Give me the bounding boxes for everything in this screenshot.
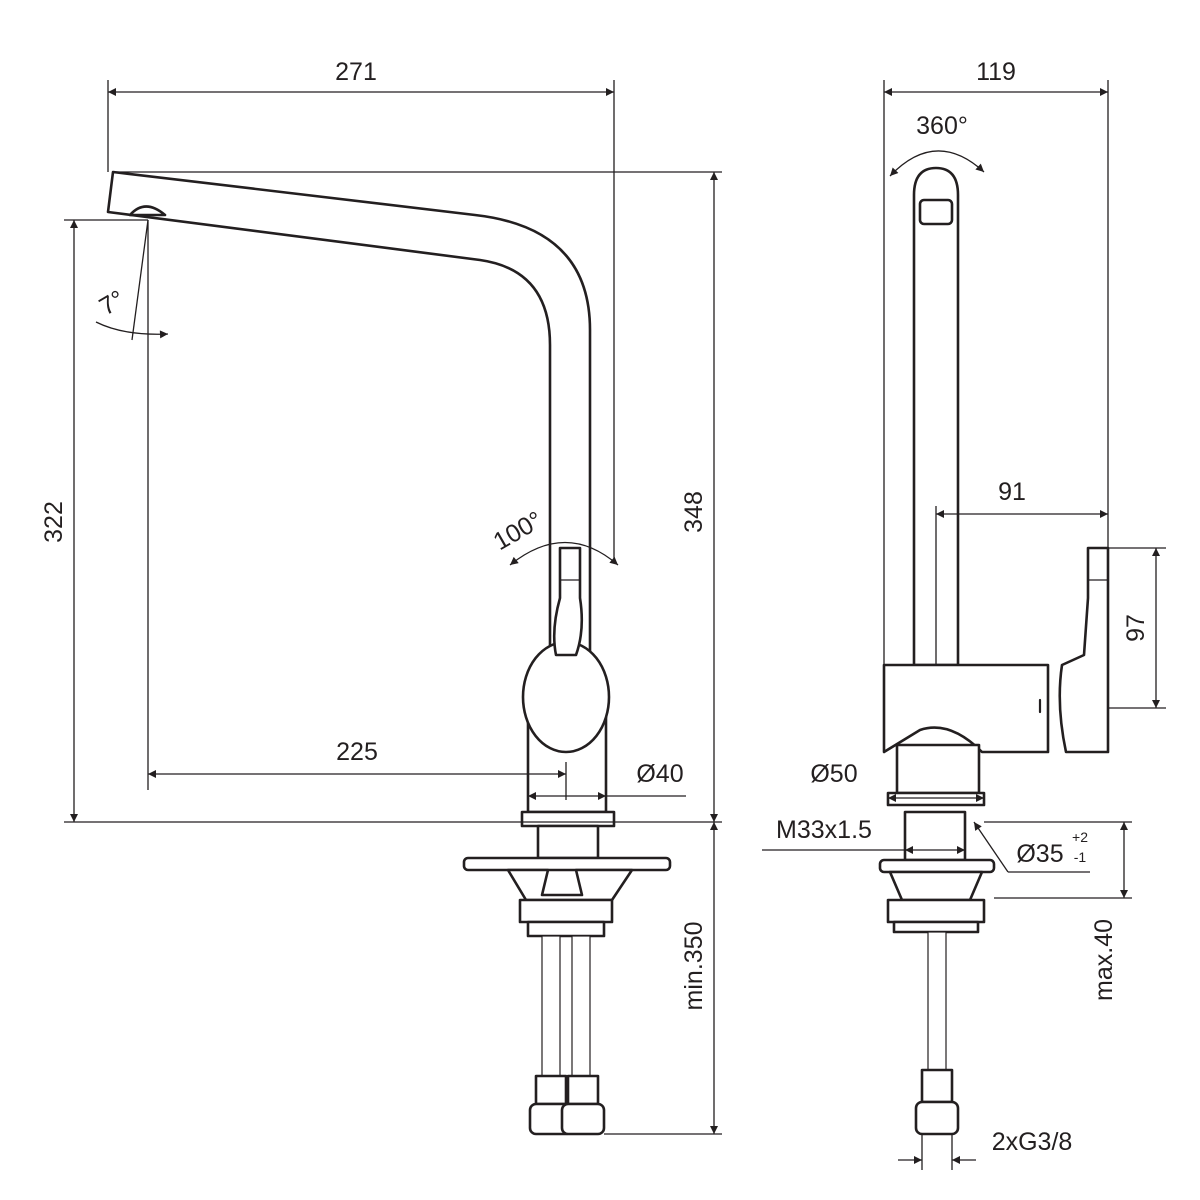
front-washer	[462, 856, 672, 872]
lever-disc	[521, 640, 611, 754]
side-nut	[886, 898, 986, 924]
hose-fitting-right	[560, 1102, 606, 1136]
side-view: 119 360° 91 97 Ø50 M33x1.5 Ø35 +2 -1 max…	[762, 58, 1166, 1170]
dim-d35-tol-plus: +2	[1072, 829, 1088, 845]
side-spout-outlet	[918, 198, 954, 226]
front-clamp	[506, 868, 634, 902]
dim-100-deg: 100°	[489, 506, 548, 556]
dim-97: 97	[1122, 614, 1150, 642]
hose-nut-left	[534, 1074, 568, 1106]
hose-left	[541, 935, 561, 1077]
dim-m33: M33x1.5	[776, 816, 872, 844]
hose-nut-right	[566, 1074, 600, 1106]
dim-d50: Ø50	[810, 760, 857, 788]
side-hose-nut	[920, 1068, 954, 1104]
side-hose	[927, 931, 947, 1071]
dim-322: 322	[40, 501, 68, 543]
aerator	[128, 205, 167, 217]
front-base-ring	[520, 810, 616, 828]
side-clamp	[888, 870, 984, 902]
dim-d35: Ø35	[1016, 840, 1063, 868]
lever-handle	[552, 546, 584, 657]
front-shank	[536, 824, 600, 860]
side-hose-fitting	[914, 1100, 960, 1136]
side-nut-lower	[892, 920, 980, 934]
dim-91: 91	[998, 478, 1026, 506]
dim-max-40: max.40	[1090, 919, 1118, 1001]
dim-min-350: min.350	[680, 922, 708, 1011]
dim-g38: 2xG3/8	[992, 1128, 1073, 1156]
dim-271: 271	[335, 58, 377, 86]
side-body-neck	[895, 743, 981, 795]
front-spout	[106, 170, 592, 792]
side-shank	[903, 810, 967, 862]
dim-225: 225	[336, 738, 378, 766]
dim-7-deg: 7°	[95, 285, 130, 321]
side-body	[882, 663, 1050, 754]
front-nut-lower	[526, 920, 606, 938]
hose-right	[571, 935, 591, 1077]
front-nut	[518, 898, 614, 924]
dim-348: 348	[680, 491, 708, 533]
side-base-ring	[886, 791, 986, 807]
dim-360-deg: 360°	[916, 112, 968, 140]
front-view: 271 348 322 7° 225 Ø40 100° min.350	[40, 58, 722, 1136]
dim-119: 119	[976, 58, 1016, 86]
dim-d35-tol-minus: -1	[1074, 849, 1087, 865]
side-washer	[878, 858, 996, 874]
side-lever	[1058, 546, 1110, 754]
dim-d40: Ø40	[636, 760, 683, 788]
